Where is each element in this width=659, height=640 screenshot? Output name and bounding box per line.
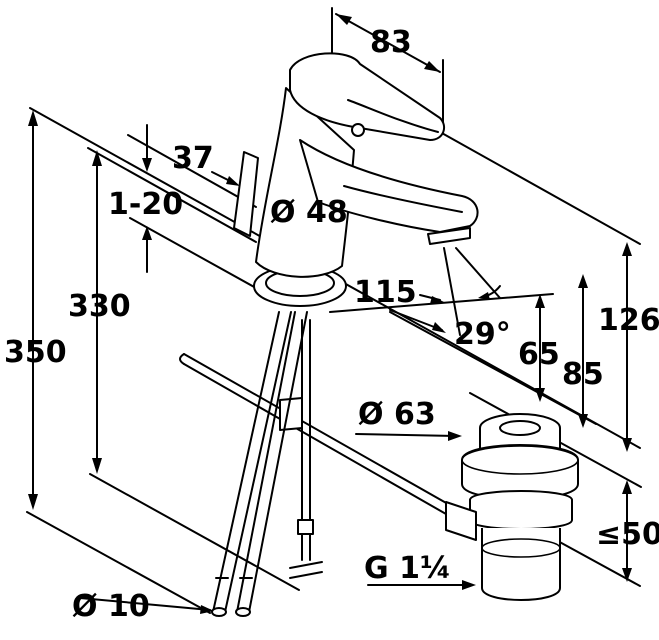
dim-thread-g-label: G 1¼ [364,551,451,586]
faucet-body [233,52,479,307]
dim-330-label: 330 [68,289,131,324]
dimension-arrows [28,13,632,614]
dim-115-label: 115 [354,275,417,310]
dim-diameter-10-label: Ø 10 [72,589,150,624]
popup-rod [179,353,449,515]
dimension-labels: 83 37 1-20 Ø 48 330 350 115 29° 65 85 12… [4,25,659,624]
supply-hoses [211,311,323,617]
dim-diameter-48-label: Ø 48 [270,195,348,230]
dim-350-label: 350 [4,335,67,370]
dim-65-label: 65 [518,337,560,372]
dim-1-20-label: 1-20 [108,187,183,222]
drain-valve [445,413,579,601]
dim-diameter-63-label: Ø 63 [358,397,436,432]
dim-37-label: 37 [172,141,214,176]
dim-max-50-label: ≤50 [596,517,659,552]
dim-angle-29-label: 29° [454,317,511,352]
dim-126-label: 126 [598,303,659,338]
dim-83-label: 83 [370,25,412,60]
dim-85-label: 85 [562,357,604,392]
